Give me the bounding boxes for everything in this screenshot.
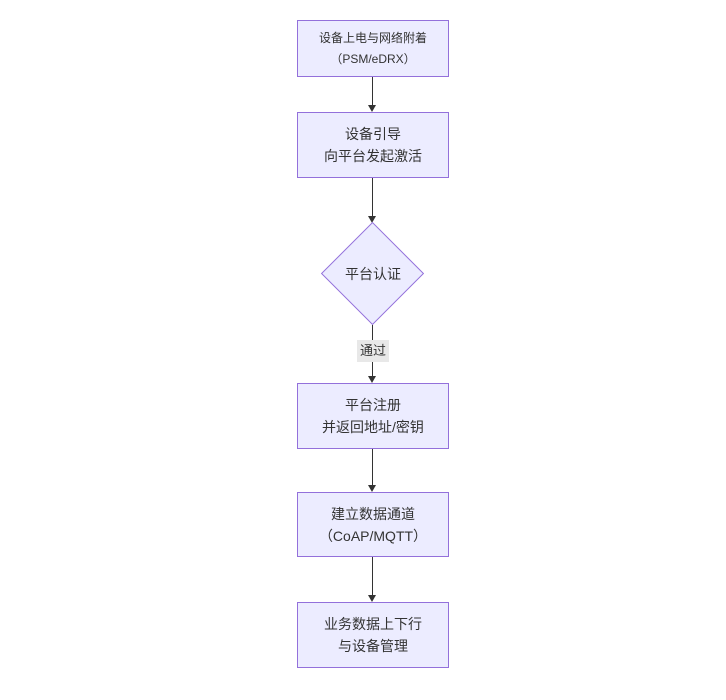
node-label-line: 设备上电与网络附着 xyxy=(318,30,427,45)
connector-arrow xyxy=(367,557,378,602)
node-register[interactable]: 平台注册 并返回地址/密钥 xyxy=(297,383,449,449)
arrowhead-icon xyxy=(368,216,376,223)
node-label-line: 设备引导 xyxy=(345,126,401,142)
edge-line xyxy=(372,178,373,218)
node-label-line: （PSM/eDRX） xyxy=(330,51,416,66)
node-label-line: 与设备管理 xyxy=(338,638,408,654)
arrowhead-icon xyxy=(368,595,376,602)
node-label-line: 并返回地址/密钥 xyxy=(322,419,424,435)
connector-arrow xyxy=(367,178,378,223)
arrowhead-icon xyxy=(368,105,376,112)
edge-line xyxy=(372,449,373,487)
node-label-line: 建立数据通道 xyxy=(331,505,415,522)
node-bootstrap[interactable]: 设备引导 向平台发起激活 xyxy=(297,112,449,178)
node-network-attach[interactable]: 设备上电与网络附着 （PSM/eDRX） xyxy=(297,20,449,77)
edge-label-wrap: 通过 xyxy=(297,340,449,362)
connector-arrow xyxy=(367,77,378,112)
node-label-line: （CoAP/MQTT） xyxy=(318,527,428,544)
edge-label-pass: 通过 xyxy=(356,340,389,362)
connector-arrow xyxy=(367,449,378,492)
node-label-line: 向平台发起激活 xyxy=(324,148,422,164)
edge-line xyxy=(372,557,373,597)
node-business-data[interactable]: 业务数据上下行 与设备管理 xyxy=(297,602,449,668)
arrowhead-icon xyxy=(368,485,376,492)
edge-line xyxy=(372,77,373,107)
node-label-line: 平台认证 xyxy=(345,266,401,282)
node-label-line: 平台注册 xyxy=(345,397,401,413)
arrowhead-icon xyxy=(368,376,376,383)
node-label-line: 业务数据上下行 xyxy=(324,616,422,632)
node-data-channel[interactable]: 建立数据通道 （CoAP/MQTT） xyxy=(297,492,449,557)
